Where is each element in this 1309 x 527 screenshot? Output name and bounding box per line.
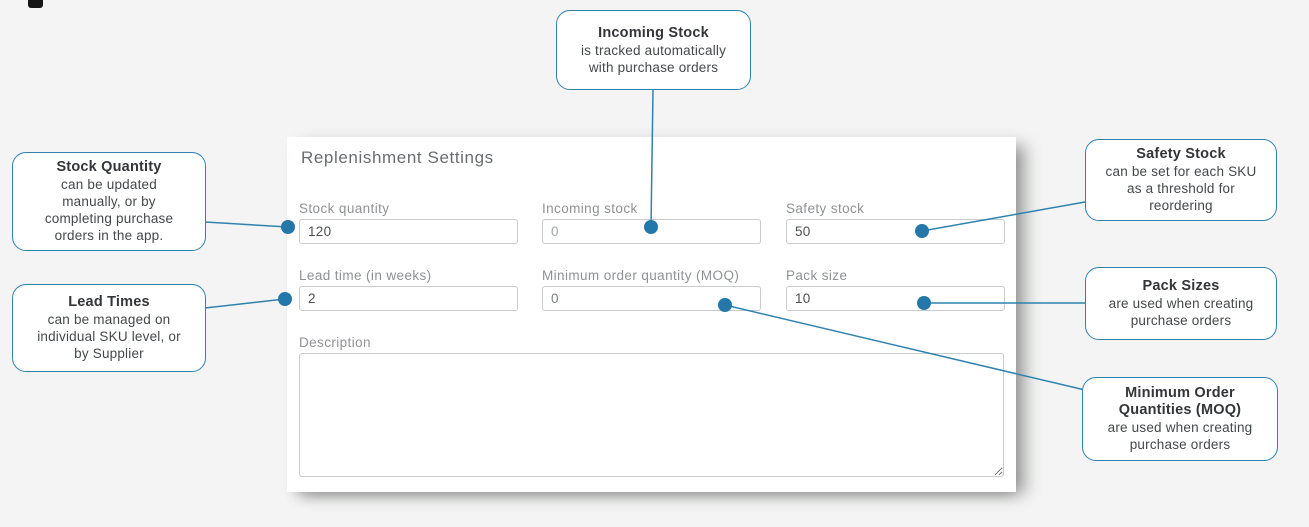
stock-quantity-input[interactable] (299, 219, 518, 244)
field-incoming-stock: Incoming stock (542, 201, 761, 244)
pack-size-input[interactable] (786, 286, 1005, 311)
callout-incoming-stock-title: Incoming Stock (598, 24, 709, 41)
panel-title: Replenishment Settings (301, 148, 494, 167)
incoming-stock-input[interactable] (542, 219, 761, 244)
callout-incoming-stock: Incoming Stock is tracked automatically … (556, 10, 751, 90)
callout-safety-stock: Safety Stock can be set for each SKU as … (1085, 139, 1277, 221)
connector-line-lead-times (204, 298, 286, 309)
field-safety-stock: Safety stock (786, 201, 1005, 244)
moq-label: Minimum order quantity (MOQ) (542, 268, 740, 283)
connector-line-stock-quantity (204, 221, 289, 228)
callout-lead-times: Lead Times can be managed on individual … (12, 284, 206, 372)
screen-corner-artifact (28, 0, 43, 8)
moq-input[interactable] (542, 286, 761, 311)
callout-lead-times-body: can be managed on individual SKU level, … (37, 312, 181, 361)
replenishment-settings-panel: Replenishment Settings Stock quantity In… (287, 137, 1016, 492)
description-label: Description (299, 335, 371, 350)
callout-safety-stock-title: Safety Stock (1136, 146, 1226, 162)
callout-lead-times-title: Lead Times (68, 294, 150, 310)
field-lead-time: Lead time (in weeks) (299, 268, 518, 311)
field-stock-quantity: Stock quantity (299, 201, 518, 244)
field-moq: Minimum order quantity (MOQ) (542, 268, 761, 311)
lead-time-input[interactable] (299, 286, 518, 311)
callout-stock-quantity-body: can be updated manually, or by completin… (44, 177, 174, 243)
field-pack-size: Pack size (786, 268, 1005, 311)
description-textarea[interactable] (299, 353, 1004, 477)
callout-moq-title: Minimum Order Quantities (MOQ) (1118, 385, 1242, 418)
callout-pack-sizes-body: are used when creating purchase orders (1108, 296, 1254, 328)
callout-safety-stock-body: can be set for each SKU as a threshold f… (1105, 164, 1257, 213)
stock-quantity-label: Stock quantity (299, 201, 390, 216)
callout-pack-sizes: Pack Sizes are used when creating purcha… (1085, 267, 1277, 340)
safety-stock-label: Safety stock (786, 201, 865, 216)
safety-stock-input[interactable] (786, 219, 1005, 244)
callout-incoming-stock-body: is tracked automatically with purchase o… (580, 42, 727, 75)
lead-time-label: Lead time (in weeks) (299, 268, 432, 283)
incoming-stock-label: Incoming stock (542, 201, 638, 216)
pack-size-label: Pack size (786, 268, 848, 283)
callout-stock-quantity-title: Stock Quantity (56, 159, 162, 175)
callout-moq: Minimum Order Quantities (MOQ) are used … (1082, 377, 1278, 461)
callout-pack-sizes-title: Pack Sizes (1142, 278, 1220, 294)
callout-stock-quantity: Stock Quantity can be updated manually, … (12, 152, 206, 251)
callout-moq-body: are used when creating purchase orders (1107, 420, 1253, 452)
